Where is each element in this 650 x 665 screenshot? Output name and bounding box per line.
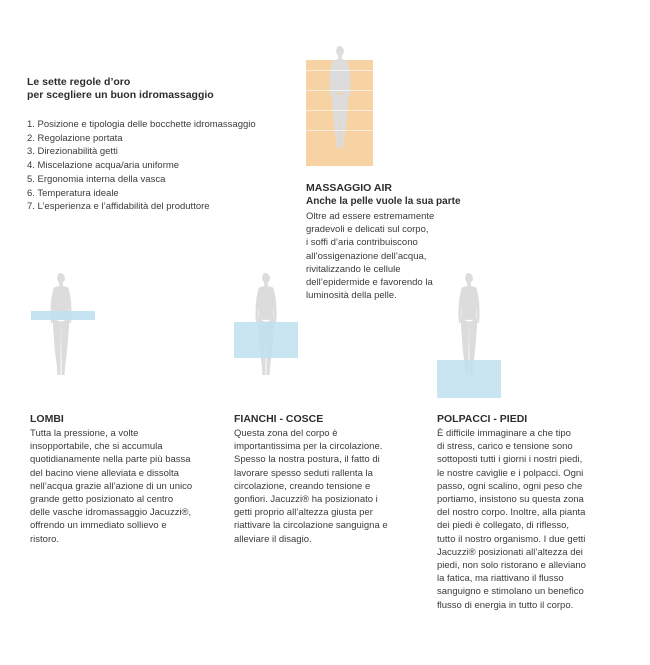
polpacci-highlight bbox=[437, 360, 501, 398]
figure-lombi bbox=[50, 273, 72, 375]
rule-item: 3. Direzionabilità getti bbox=[27, 146, 118, 158]
rule-item: 5. Ergonomia interna della vasca bbox=[27, 173, 166, 185]
rule-item: 1. Posizione e tipologia delle bocchette… bbox=[27, 119, 256, 130]
intro-title-line-1: Le sette regole d’oro bbox=[27, 76, 131, 88]
rule-item: 4. Miscelazione acqua/aria uniforme bbox=[27, 160, 180, 172]
rule-item: 2. Regolazione portata bbox=[27, 132, 123, 144]
intro-title-line-2: per scegliere un buon idromassaggio bbox=[27, 89, 214, 101]
intro-title: Le sette regole d’oro per scegliere un b… bbox=[27, 76, 214, 102]
lombi-highlight bbox=[31, 311, 95, 320]
air-heading: MASSAGGIO AIR bbox=[306, 182, 392, 194]
lombi-heading: LOMBI bbox=[30, 413, 64, 425]
lombi-body: Tutta la pressione, a volte insopportabi… bbox=[30, 428, 193, 545]
air-subheading: Anche la pelle vuole la sua parte bbox=[306, 196, 461, 207]
air-body: Oltre ad essere estremamente gradevoli e… bbox=[306, 211, 435, 302]
polpacci-heading: POLPACCI - PIEDI bbox=[437, 413, 528, 425]
fianchi-body: Questa zona del corpo è importantissima … bbox=[234, 428, 388, 545]
polpacci-body: È difficile immaginare a che tipo di str… bbox=[437, 428, 586, 611]
rules-list: 1. Posizione e tipologia delle bocchette… bbox=[27, 118, 256, 214]
rule-item: 6. Temperatura ideale bbox=[27, 187, 119, 199]
fianchi-highlight bbox=[234, 322, 298, 358]
figure-air bbox=[329, 46, 351, 148]
fianchi-heading: FIANCHI - COSCE bbox=[234, 413, 324, 425]
rule-item: 7. L’esperienza e l’affidabilità del pro… bbox=[27, 201, 210, 213]
